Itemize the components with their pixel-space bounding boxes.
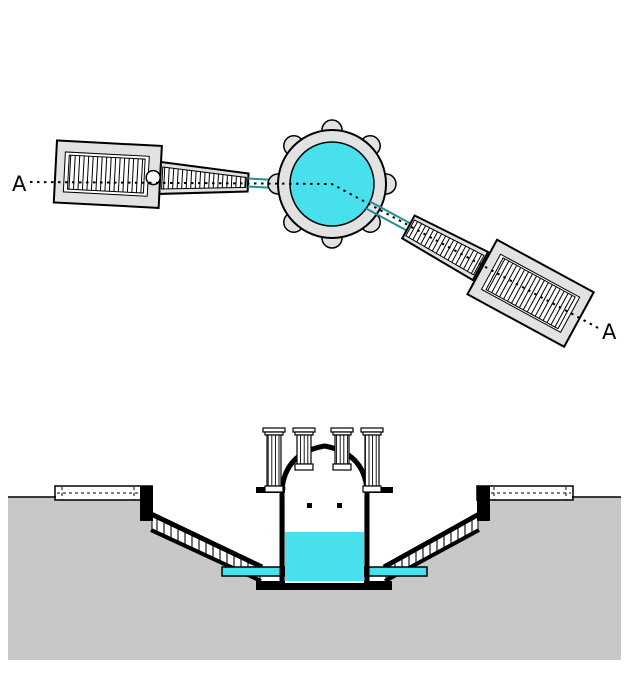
- right-surface-platform: [476, 485, 574, 521]
- plan-view: A A: [12, 119, 617, 349]
- section-cut-line: [29, 181, 601, 330]
- column-base: [294, 463, 314, 471]
- right-stair-top-slab: [382, 510, 483, 570]
- left-stair-top-slab: [147, 510, 264, 570]
- column-shaft: [266, 434, 282, 487]
- column: [292, 427, 316, 471]
- chamber-tie-mark: [337, 503, 342, 508]
- water-chamber-section: [279, 443, 370, 585]
- left-trench-cut: [152, 497, 282, 585]
- column-shaft: [364, 434, 380, 487]
- column: [360, 427, 384, 493]
- column-abacus: [330, 427, 354, 433]
- column-shaft: [296, 434, 312, 465]
- left-portal-stairs: [66, 154, 146, 194]
- right-portal-stairs: [485, 257, 576, 330]
- section-label-right: A: [602, 320, 617, 344]
- right-channel-wall-bottom: [365, 207, 409, 233]
- right-channel-wall-top: [369, 200, 413, 226]
- left-corridor-stairs: [161, 166, 247, 190]
- column-base: [264, 485, 284, 493]
- column-abacus: [292, 427, 316, 433]
- right-entrance-plan: [365, 200, 596, 349]
- column-abacus: [262, 427, 286, 433]
- chamber-tie-mark: [307, 503, 312, 508]
- left-surface-platform: [54, 485, 153, 521]
- column: [262, 427, 286, 493]
- left-entrance-well: [145, 169, 161, 186]
- chamber-floor-slab: [256, 581, 392, 590]
- chamber-wall-outline: [279, 443, 370, 585]
- left-water-channel: [221, 566, 286, 577]
- chamber-water: [285, 532, 364, 581]
- column: [330, 427, 354, 471]
- pavilion-columns: [262, 427, 384, 493]
- section-label-left: A: [12, 172, 27, 196]
- right-head-wall: [477, 486, 490, 521]
- column-abacus: [360, 427, 384, 433]
- column-base: [362, 485, 382, 493]
- left-entrance-plan: [52, 139, 296, 209]
- section-view: [8, 427, 621, 660]
- left-head-wall: [140, 486, 153, 521]
- column-shaft: [334, 434, 350, 465]
- right-water-channel: [363, 566, 428, 577]
- column-base: [332, 463, 352, 471]
